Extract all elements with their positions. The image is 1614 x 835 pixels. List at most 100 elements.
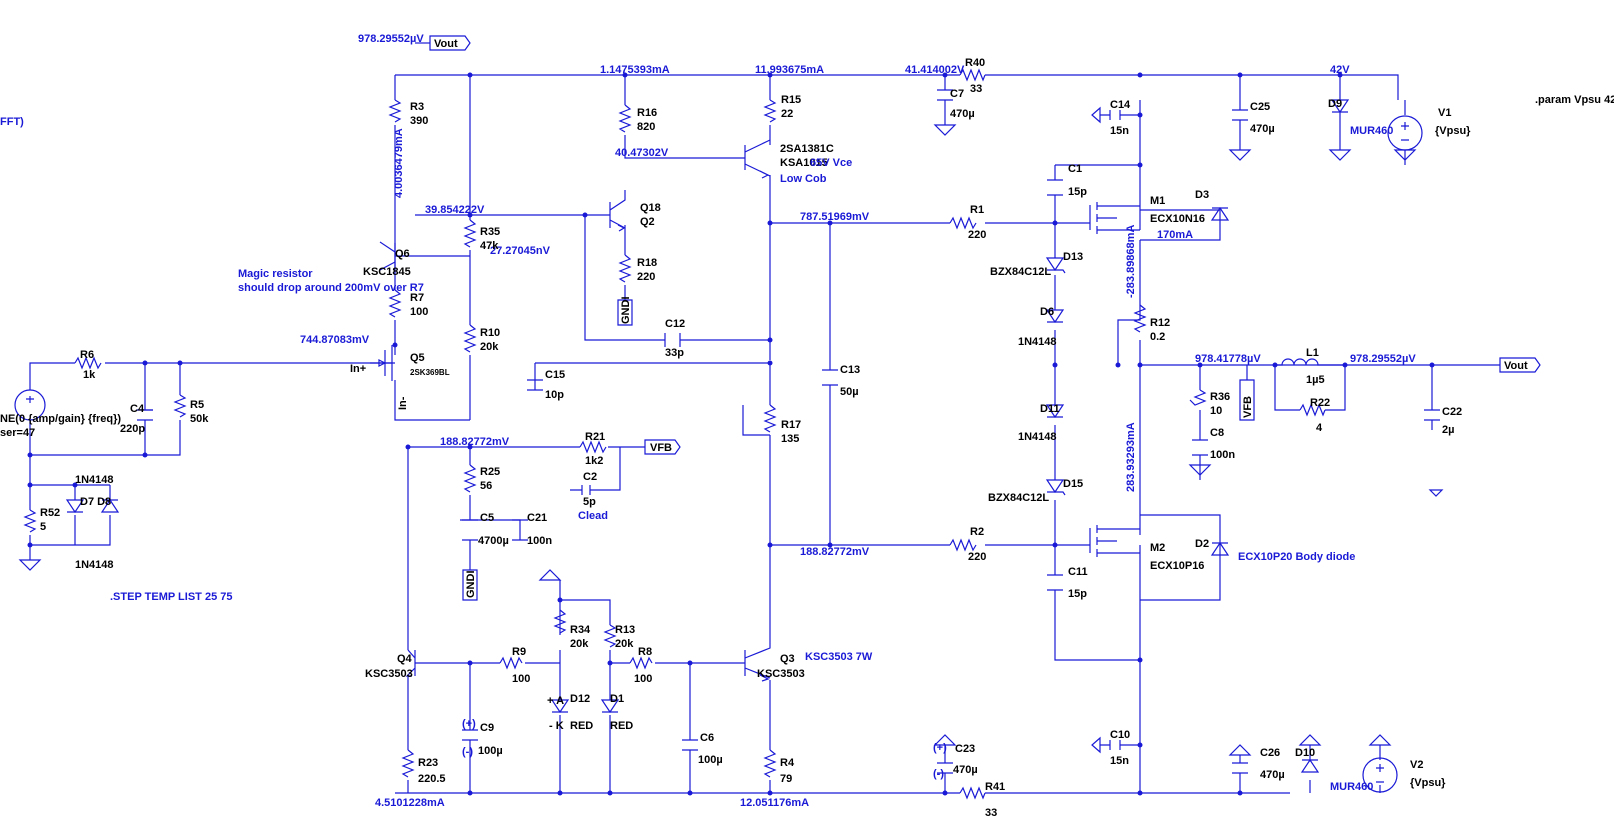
cut-fft: FFT) (0, 116, 24, 128)
net-v-r40: 41.414002V (905, 64, 965, 76)
svg-text:R12: R12 (1150, 317, 1170, 329)
capacitors (137, 89, 1440, 774)
capacitor-c12 (664, 333, 681, 347)
svg-text:390: 390 (410, 115, 428, 127)
net-i-bot-2: 12.051176mA (740, 797, 809, 809)
capacitor-c8 (1192, 439, 1208, 456)
net-i-top-1: 1.1475393mA (600, 64, 670, 76)
wires (29, 74, 1500, 794)
svg-text:D2: D2 (1195, 538, 1209, 550)
transistor-q2 (609, 190, 626, 232)
diode-d15 (1045, 479, 1066, 496)
svg-text:MUR460: MUR460 (1350, 125, 1393, 137)
svg-text:33: 33 (970, 83, 982, 95)
svg-text:470µ: 470µ (953, 764, 978, 776)
svg-text:470µ: 470µ (1250, 123, 1275, 135)
svg-text:R22: R22 (1310, 397, 1330, 409)
svg-text:R1: R1 (970, 204, 984, 216)
net-i-top-2: 11.993675mA (755, 64, 824, 76)
resistor-r1 (949, 216, 977, 230)
svg-text:20k: 20k (615, 638, 634, 650)
transistor-q18 (744, 139, 771, 179)
transistor-q3 (744, 645, 771, 682)
flag-vfb (644, 439, 681, 455)
svg-text:KSC3503: KSC3503 (757, 668, 805, 680)
net-v-out-r: 978.29552µV (1350, 353, 1416, 365)
c23-plus-note: (+) (933, 742, 947, 754)
flag-vfb-vertical-text: VFB (1242, 396, 1254, 418)
svg-text:15p: 15p (1068, 186, 1087, 198)
svg-text:R23: R23 (418, 757, 438, 769)
diode-d9 (1330, 99, 1350, 125)
transistor-q4 (405, 649, 416, 677)
svg-text:C9: C9 (480, 722, 494, 734)
svg-text:100µ: 100µ (698, 754, 723, 766)
resistor-r3 (388, 99, 402, 123)
svg-text:R7: R7 (410, 292, 424, 304)
svg-text:20k: 20k (570, 638, 589, 650)
resistor-r35 (463, 219, 477, 248)
svg-text:R10: R10 (480, 327, 500, 339)
net-i-m2: 283.93293mA (1125, 422, 1137, 492)
resistor-r40 (959, 68, 986, 82)
svg-text:R52: R52 (40, 507, 60, 519)
diode-d13 (1045, 257, 1066, 274)
resistor-r15 (763, 99, 777, 123)
svg-text:10: 10 (1210, 405, 1222, 417)
q3-power-note: KSC3503 7W (805, 651, 873, 663)
svg-text:2µ: 2µ (1442, 424, 1454, 436)
svg-text:100: 100 (512, 673, 530, 685)
q18-cob-note: Low Cob (780, 173, 827, 185)
svg-text:M2: M2 (1150, 542, 1165, 554)
net-v-out-l1: 978.41778µV (1195, 353, 1261, 365)
svg-text:1N4148: 1N4148 (75, 559, 114, 571)
svg-text:2SA1381C: 2SA1381C (780, 143, 834, 155)
svg-text:R40: R40 (965, 57, 985, 69)
capacitor-c25 (1232, 109, 1248, 121)
diode-d8 (100, 498, 120, 513)
svg-text:D13: D13 (1063, 251, 1083, 263)
junction-dots (27, 72, 1435, 796)
svg-text:C21: C21 (527, 512, 547, 524)
svg-text:220.5: 220.5 (418, 773, 446, 785)
mosfet-m2 (1055, 525, 1140, 557)
capacitor-c6 (682, 739, 698, 751)
resistors (23, 68, 1326, 800)
svg-text:C6: C6 (700, 732, 714, 744)
svg-text:Q6: Q6 (395, 248, 410, 260)
capacitor-c22 (1424, 409, 1440, 421)
c9-plus-note: (+) (462, 718, 476, 730)
svg-text:D11: D11 (1040, 403, 1060, 415)
resistor-r12 (1133, 304, 1147, 333)
svg-text:R5: R5 (190, 399, 204, 411)
resistor-r18 (618, 254, 632, 283)
annotations: .param Vpsu 42 .STEP TEMP LIST 25 75 FFT… (0, 94, 1614, 780)
svg-text:M1: M1 (1150, 195, 1165, 207)
svg-text:R13: R13 (615, 624, 635, 636)
svg-text:79: 79 (780, 773, 792, 785)
svg-text:56: 56 (480, 480, 492, 492)
flag-vout-top (429, 35, 471, 51)
magic-note-1: Magic resistor (238, 268, 313, 280)
diodes (65, 99, 1350, 773)
svg-text:5: 5 (40, 521, 46, 533)
resistor-r6 (74, 356, 102, 370)
resistor-r16 (618, 104, 632, 133)
svg-text:C13: C13 (840, 364, 860, 376)
svg-text:C2: C2 (583, 471, 597, 483)
svg-text:100µ: 100µ (478, 745, 503, 757)
diode-d2 (1210, 541, 1230, 556)
cut-sine: NE(0 {amp/gain} {freq}) (0, 413, 121, 425)
resistor-r41 (959, 786, 986, 800)
svg-text:ECX10N16: ECX10N16 (1150, 213, 1205, 225)
svg-text:470µ: 470µ (950, 108, 975, 120)
svg-text:R3: R3 (410, 101, 424, 113)
svg-text:In-: In- (397, 396, 409, 410)
diode-d10 (1300, 758, 1320, 773)
svg-text:1N4148: 1N4148 (1018, 336, 1057, 348)
svg-text:10p: 10p (545, 389, 564, 401)
svg-text:L1: L1 (1306, 347, 1319, 359)
resistor-r10 (463, 324, 477, 353)
capacitor-c10 (1109, 740, 1121, 750)
